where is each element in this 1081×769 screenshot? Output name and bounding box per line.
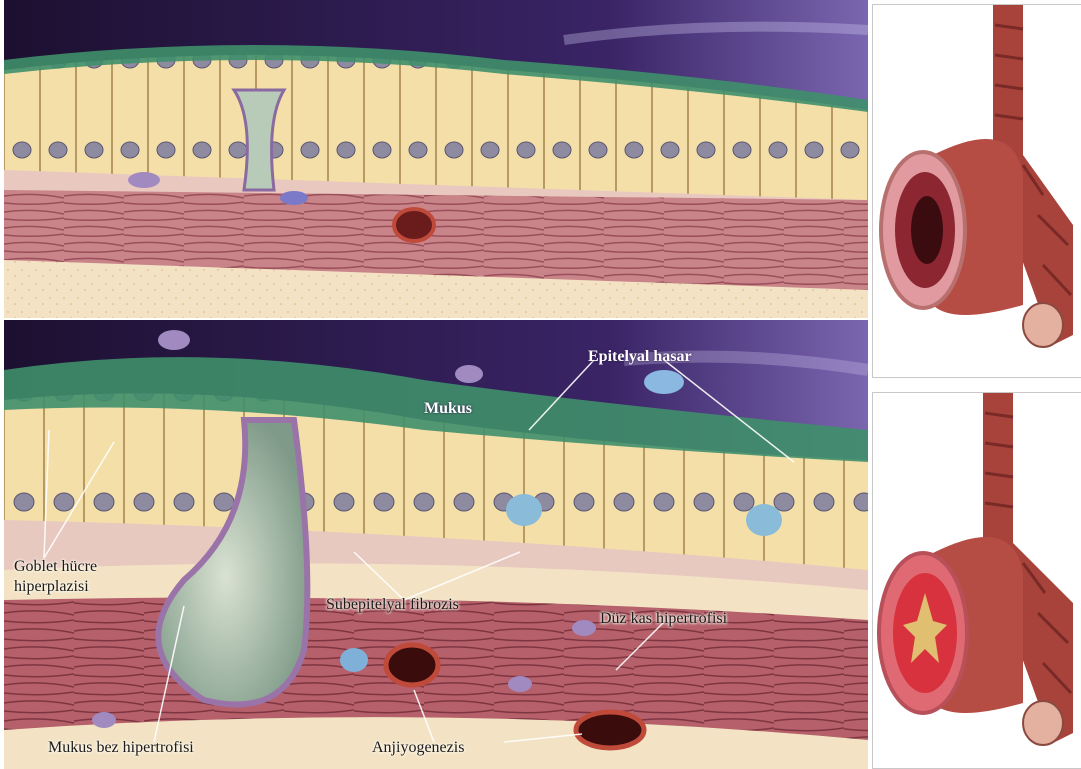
normal-bronchus-illustration bbox=[872, 4, 1081, 378]
label-mukus-bez-hipertrofisi: Mukus bez hipertrofisi bbox=[48, 739, 194, 757]
label-goblet-line1: Goblet hücre bbox=[14, 557, 97, 577]
asthmatic-airway-illustration: Epitelyal hasar Mukus Goblet hücre hiper… bbox=[4, 320, 868, 769]
normal-airway-illustration bbox=[4, 0, 868, 318]
label-mukus: Mukus bbox=[424, 400, 472, 418]
asthmatic-airway-drawing bbox=[4, 320, 868, 769]
label-duz-kas-hipertrofisi: Düz kas hipertrofisi bbox=[600, 610, 727, 628]
label-goblet-hucre-hiperplazisi: Goblet hücre hiperplazisi bbox=[14, 557, 97, 597]
normal-airway-drawing bbox=[4, 0, 868, 318]
normal-bronchus-drawing bbox=[873, 5, 1081, 377]
label-subepitelyal-fibrozis: Subepitelyal fibrozis bbox=[326, 596, 459, 614]
inflamed-bronchus-illustration bbox=[872, 392, 1081, 769]
label-anjiyogenezis: Anjiyogenezis bbox=[372, 739, 464, 757]
inflamed-bronchus-drawing bbox=[873, 393, 1081, 768]
label-epitelyal-hasar: Epitelyal hasar bbox=[588, 348, 692, 366]
label-goblet-line2: hiperplazisi bbox=[14, 577, 97, 597]
